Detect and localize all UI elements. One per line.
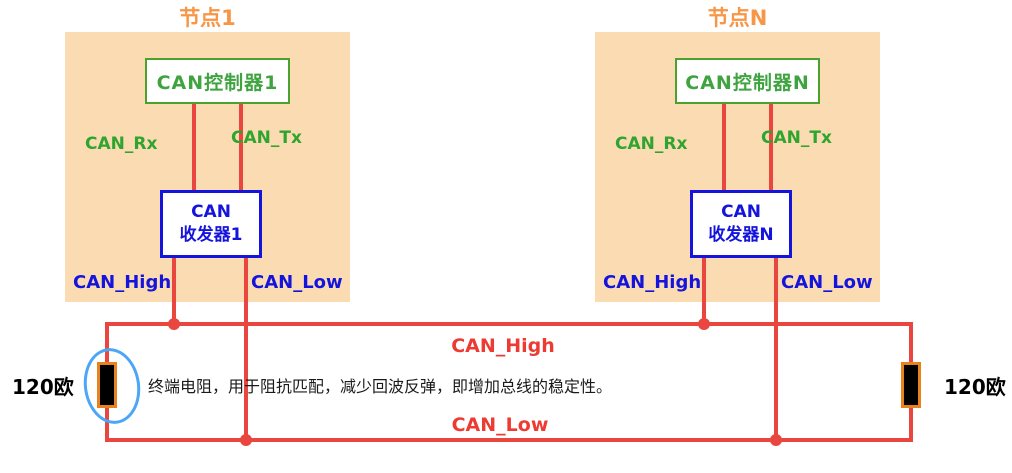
junction-dot-nodeN-low: [770, 434, 782, 446]
node1-low-drop-wire: [244, 258, 248, 442]
node1-rx-label: CAN_Rx: [85, 134, 158, 154]
nodeN-tx-wire: [769, 104, 773, 190]
node1-box: CAN控制器1 CAN_Rx CAN_Tx CAN 收发器1 CAN_High …: [65, 32, 350, 302]
can-low-bus-line: [105, 438, 913, 442]
termination-resistor-annotation-text: 终端电阻，用于阻抗匹配，减少回波反弹，即增加总线的稳定性。: [148, 377, 613, 396]
nodeN-can-high-label: CAN_High: [603, 272, 702, 293]
nodeN-box: CAN控制器N CAN_Rx CAN_Tx CAN 收发器N CAN_High …: [595, 32, 880, 302]
nodeN-can-controller: CAN控制器N: [675, 58, 820, 104]
node1-tx-wire: [239, 104, 243, 190]
nodeN-can-transceiver: CAN 收发器N: [690, 190, 792, 258]
node1-can-controller: CAN控制器1: [145, 58, 290, 104]
bus-can-low-label: CAN_Low: [451, 414, 549, 436]
nodeN-low-drop-wire: [774, 258, 778, 442]
right-termination-resistor: [901, 362, 921, 408]
can-high-bus-line: [105, 322, 913, 326]
nodeN-tx-label: CAN_Tx: [761, 128, 832, 148]
nodeN-transceiver-line2: 收发器N: [708, 225, 774, 245]
node1-can-low-label: CAN_Low: [251, 272, 343, 293]
node1-rx-wire: [192, 104, 196, 190]
node1-transceiver-line2: 收发器1: [179, 225, 243, 245]
left-resistor-value-label: 120欧: [12, 375, 74, 399]
bus-can-high-label: CAN_High: [451, 335, 555, 357]
highlight-circle-annotation: [78, 344, 146, 428]
nodeN-rx-label: CAN_Rx: [615, 134, 688, 154]
junction-dot-nodeN-high: [698, 318, 710, 330]
node1-transceiver-line1: CAN: [191, 202, 231, 223]
node1-can-high-label: CAN_High: [73, 272, 172, 293]
left-termination-resistor: [97, 362, 117, 408]
node1-high-drop-wire: [172, 258, 176, 326]
node1-can-transceiver: CAN 收发器1: [160, 190, 262, 258]
junction-dot-node1-high: [168, 318, 180, 330]
nodeN-can-low-label: CAN_Low: [781, 272, 873, 293]
node1-tx-label: CAN_Tx: [231, 128, 302, 148]
junction-dot-node1-low: [240, 434, 252, 446]
nodeN-rx-wire: [722, 104, 726, 190]
right-resistor-value-label: 120欧: [944, 375, 1006, 399]
nodeN-transceiver-line1: CAN: [721, 202, 761, 223]
nodeN-high-drop-wire: [702, 258, 706, 326]
nodeN-title: 节点N: [707, 6, 768, 30]
node1-title: 节点1: [179, 6, 236, 30]
